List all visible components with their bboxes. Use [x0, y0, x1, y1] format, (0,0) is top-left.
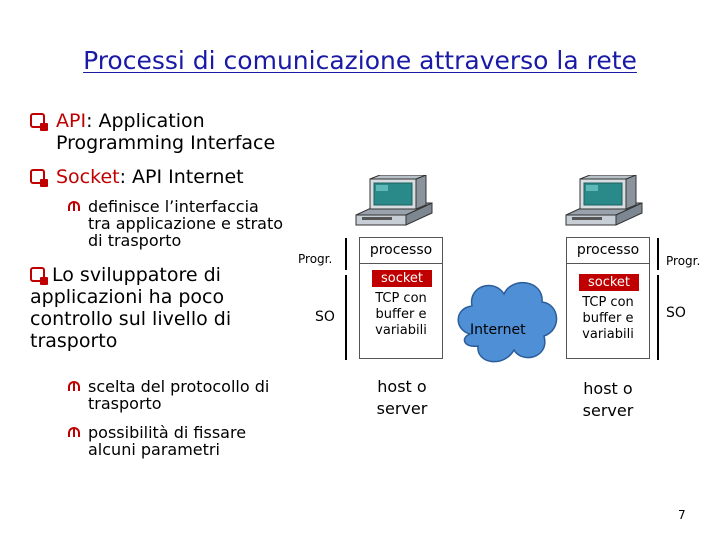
bullet-socket: Socket: API Internet — [30, 166, 350, 188]
left-progr-divider — [345, 238, 347, 270]
sub2-line: scelta del protocollo di — [88, 377, 270, 396]
internet-cloud-icon — [457, 281, 558, 363]
api-line2: Programming Interface — [56, 132, 276, 154]
right-host-line: server — [582, 401, 634, 420]
right-progr-divider — [657, 238, 659, 270]
dev-line: applicazioni ha poco — [30, 286, 225, 308]
right-tcp-text: TCP con buffer e variabili — [567, 295, 649, 343]
sub3-line: alcuni parametri — [88, 440, 220, 459]
right-so-label: SO — [666, 305, 686, 321]
sub1-line: di trasporto — [88, 231, 182, 250]
left-tcp-line: variabili — [375, 323, 427, 338]
left-progr-label: Progr. — [298, 252, 333, 266]
sub-bullet-marker-icon — [68, 381, 80, 391]
sub1-line: tra applicazione e strato — [88, 214, 284, 233]
socket-rest: : API Internet — [119, 166, 244, 188]
page-number: 7 — [678, 508, 686, 522]
computer-icon — [565, 175, 643, 226]
right-process-label: processo — [576, 242, 640, 258]
left-so-label: SO — [315, 309, 335, 325]
bullet-api: API: Application Programming Interface — [30, 110, 350, 154]
sub-bullet-marker-icon — [68, 201, 80, 211]
right-tcp-line: variabili — [582, 327, 634, 342]
computer-icon — [355, 175, 433, 226]
socket-keyword: Socket — [56, 166, 120, 188]
left-host-label: host o server — [360, 376, 444, 420]
sub-bullet-interface: definisce l’interfaccia tra applicazione… — [68, 198, 328, 249]
right-tcp-line: buffer e — [582, 311, 634, 326]
left-tcp-text: TCP con buffer e variabili — [360, 291, 442, 339]
left-host-line: host o — [377, 377, 427, 396]
bullet-marker-icon — [30, 267, 48, 285]
api-keyword: API — [56, 110, 87, 132]
internet-label: Internet — [470, 322, 526, 338]
right-progr-label: Progr. — [666, 254, 701, 268]
slide-title: Processi di comunicazione attraverso la … — [83, 46, 637, 75]
left-process-label: processo — [369, 242, 433, 258]
sub-bullet-params: possibilità di fissare alcuni parametri — [68, 424, 328, 458]
bullet-developer: Lo sviluppatore di applicazioni ha poco … — [30, 264, 330, 352]
left-so-divider — [345, 275, 347, 360]
left-tcp-line: TCP con — [375, 291, 427, 306]
right-host-line: host o — [583, 379, 633, 398]
left-tcp-line: buffer e — [375, 307, 427, 322]
dev-line: trasporto — [30, 330, 118, 352]
right-host-label: host o server — [566, 378, 650, 422]
right-socket-label: socket — [579, 274, 639, 291]
dev-line: controllo sul livello di — [30, 308, 232, 330]
left-socket-box: processo socket TCP con buffer e variabi… — [359, 237, 443, 359]
sub-bullet-marker-icon — [68, 427, 80, 437]
sub2-line: trasporto — [88, 394, 162, 413]
sub1-line: definisce l’interfaccia — [88, 197, 259, 216]
dev-line: Lo sviluppatore di — [52, 264, 221, 286]
right-so-divider — [657, 275, 659, 360]
left-box-separator — [360, 263, 442, 264]
bullet-marker-icon — [30, 113, 48, 131]
bullet-marker-icon — [30, 169, 48, 187]
right-socket-box: processo socket TCP con buffer e variabi… — [566, 237, 650, 359]
sub-bullet-protocol: scelta del protocollo di trasporto — [68, 378, 328, 412]
left-host-line: server — [376, 399, 428, 418]
sub3-line: possibilità di fissare — [88, 423, 247, 442]
left-socket-label: socket — [372, 270, 432, 287]
right-tcp-line: TCP con — [582, 295, 634, 310]
right-box-separator — [567, 263, 649, 264]
api-rest: : Application — [86, 110, 205, 132]
